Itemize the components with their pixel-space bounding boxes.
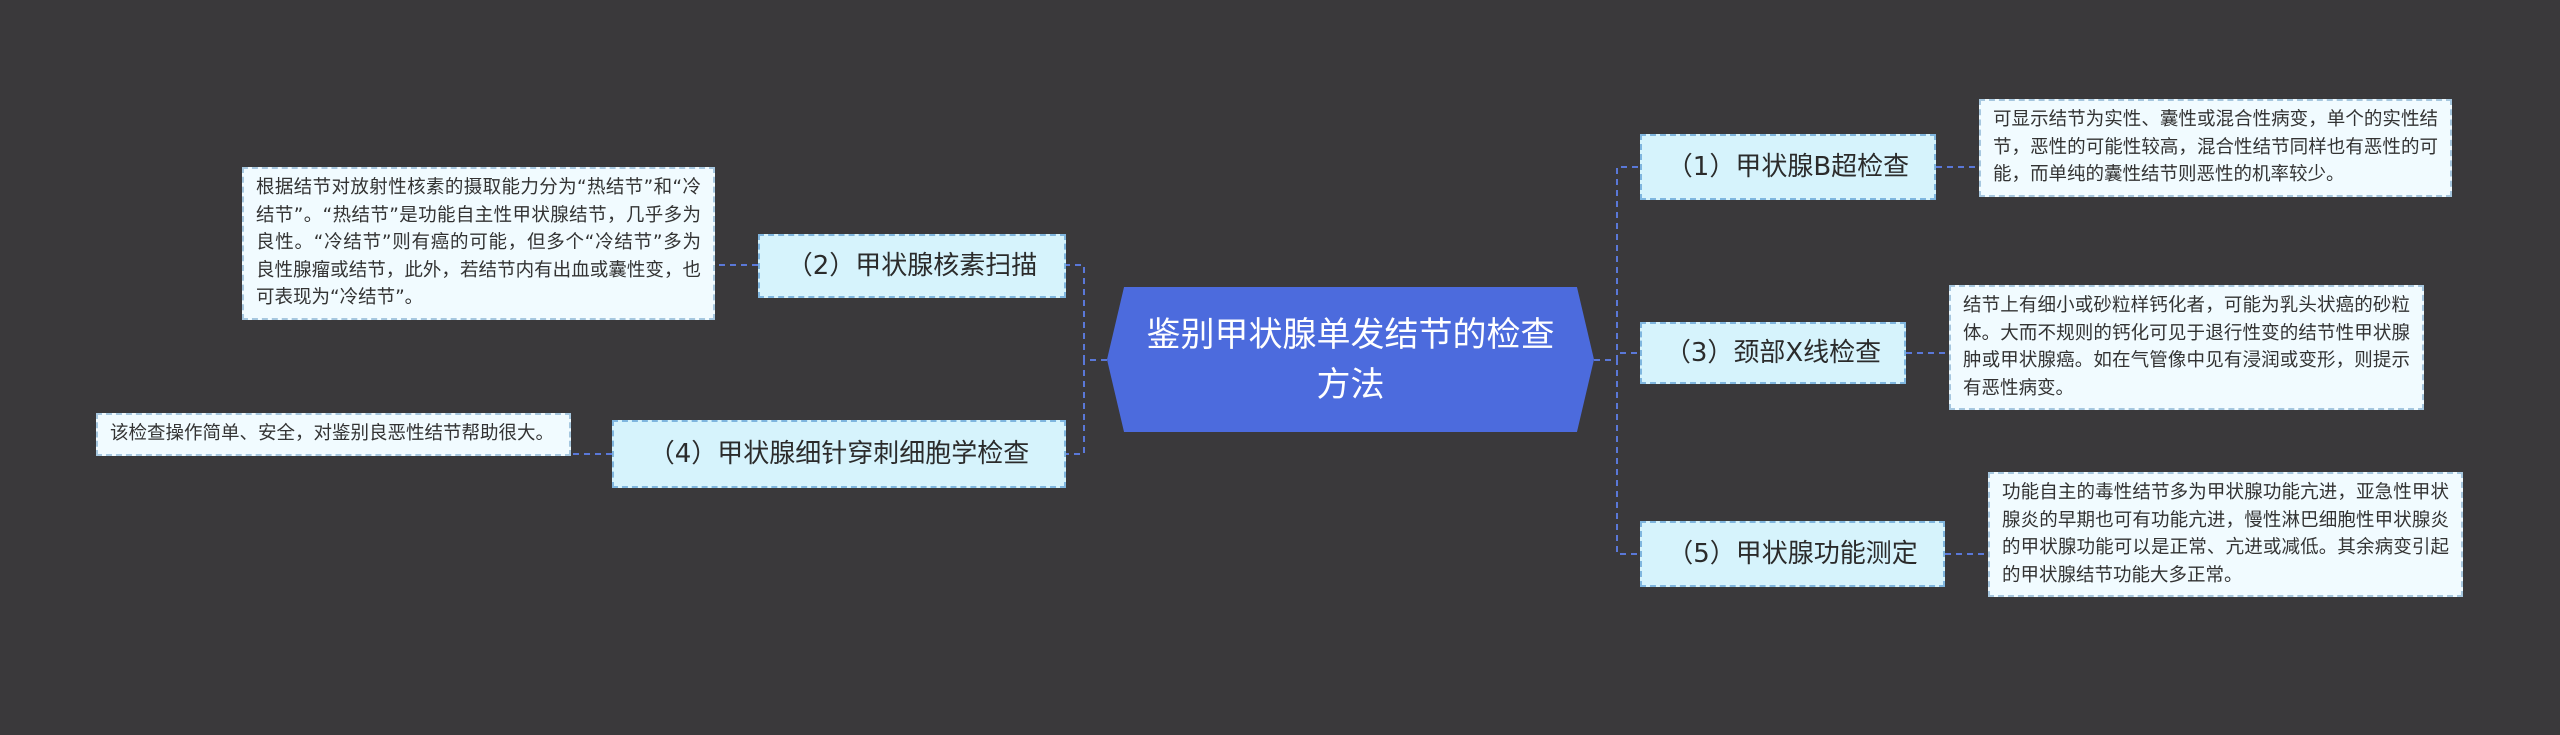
detail-radionuclide-scan: 根据结节对放射性核素的摄取能力分为“热结节”和“冷结节”。“热结节”是功能自主性…: [242, 167, 715, 320]
branch-radionuclide-scan-label: （2）甲状腺核素扫描: [786, 251, 1038, 281]
branch-fine-needle-aspiration-label: （4）甲状腺细针穿刺细胞学检查: [648, 439, 1030, 469]
root-topic-title: 鉴别甲状腺单发结节的检查方法: [1146, 314, 1555, 405]
branch-thyroid-function-test[interactable]: （5）甲状腺功能测定: [1640, 521, 1945, 587]
branch-ultrasound[interactable]: （1）甲状腺B超检查: [1640, 134, 1936, 200]
detail-neck-xray-text: 结节上有细小或砂粒样钙化者，可能为乳头状癌的砂粒体。大而不规则的钙化可见于退行性…: [1963, 295, 2410, 399]
connector-root-to-branch-2: [1066, 264, 1107, 361]
detail-thyroid-function-test-text: 功能自主的毒性结节多为甲状腺功能亢进，亚急性甲状腺炎的早期也可有功能亢进，慢性淋…: [2002, 482, 2449, 586]
root-topic[interactable]: 鉴别甲状腺单发结节的检查方法: [1107, 287, 1594, 432]
branch-ultrasound-label: （1）甲状腺B超检查: [1666, 152, 1910, 182]
detail-neck-xray: 结节上有细小或砂粒样钙化者，可能为乳头状癌的砂粒体。大而不规则的钙化可见于退行性…: [1949, 285, 2424, 410]
detail-ultrasound-text: 可显示结节为实性、囊性或混合性病变，单个的实性结节，恶性的可能性较高，混合性结节…: [1993, 109, 2438, 185]
connector-root-to-branch-1: [1594, 166, 1640, 361]
connector-root-to-branch-4: [1066, 359, 1107, 455]
branch-neck-xray[interactable]: （3）颈部X线检查: [1640, 322, 1906, 384]
connector-root-to-branch-3: [1594, 352, 1640, 361]
branch-fine-needle-aspiration[interactable]: （4）甲状腺细针穿刺细胞学检查: [612, 420, 1066, 488]
detail-ultrasound: 可显示结节为实性、囊性或混合性病变，单个的实性结节，恶性的可能性较高，混合性结节…: [1979, 99, 2452, 197]
connector-root-to-branch-5: [1594, 359, 1640, 555]
branch-thyroid-function-test-label: （5）甲状腺功能测定: [1667, 539, 1918, 569]
branch-radionuclide-scan[interactable]: （2）甲状腺核素扫描: [758, 234, 1066, 298]
detail-radionuclide-scan-text: 根据结节对放射性核素的摄取能力分为“热结节”和“冷结节”。“热结节”是功能自主性…: [256, 177, 701, 308]
branch-neck-xray-label: （3）颈部X线检查: [1664, 338, 1882, 368]
detail-fine-needle-aspiration-text: 该检查操作简单、安全，对鉴别良恶性结节帮助很大。: [110, 423, 555, 444]
detail-thyroid-function-test: 功能自主的毒性结节多为甲状腺功能亢进，亚急性甲状腺炎的早期也可有功能亢进，慢性淋…: [1988, 472, 2463, 597]
detail-fine-needle-aspiration: 该检查操作简单、安全，对鉴别良恶性结节帮助很大。: [96, 413, 571, 456]
